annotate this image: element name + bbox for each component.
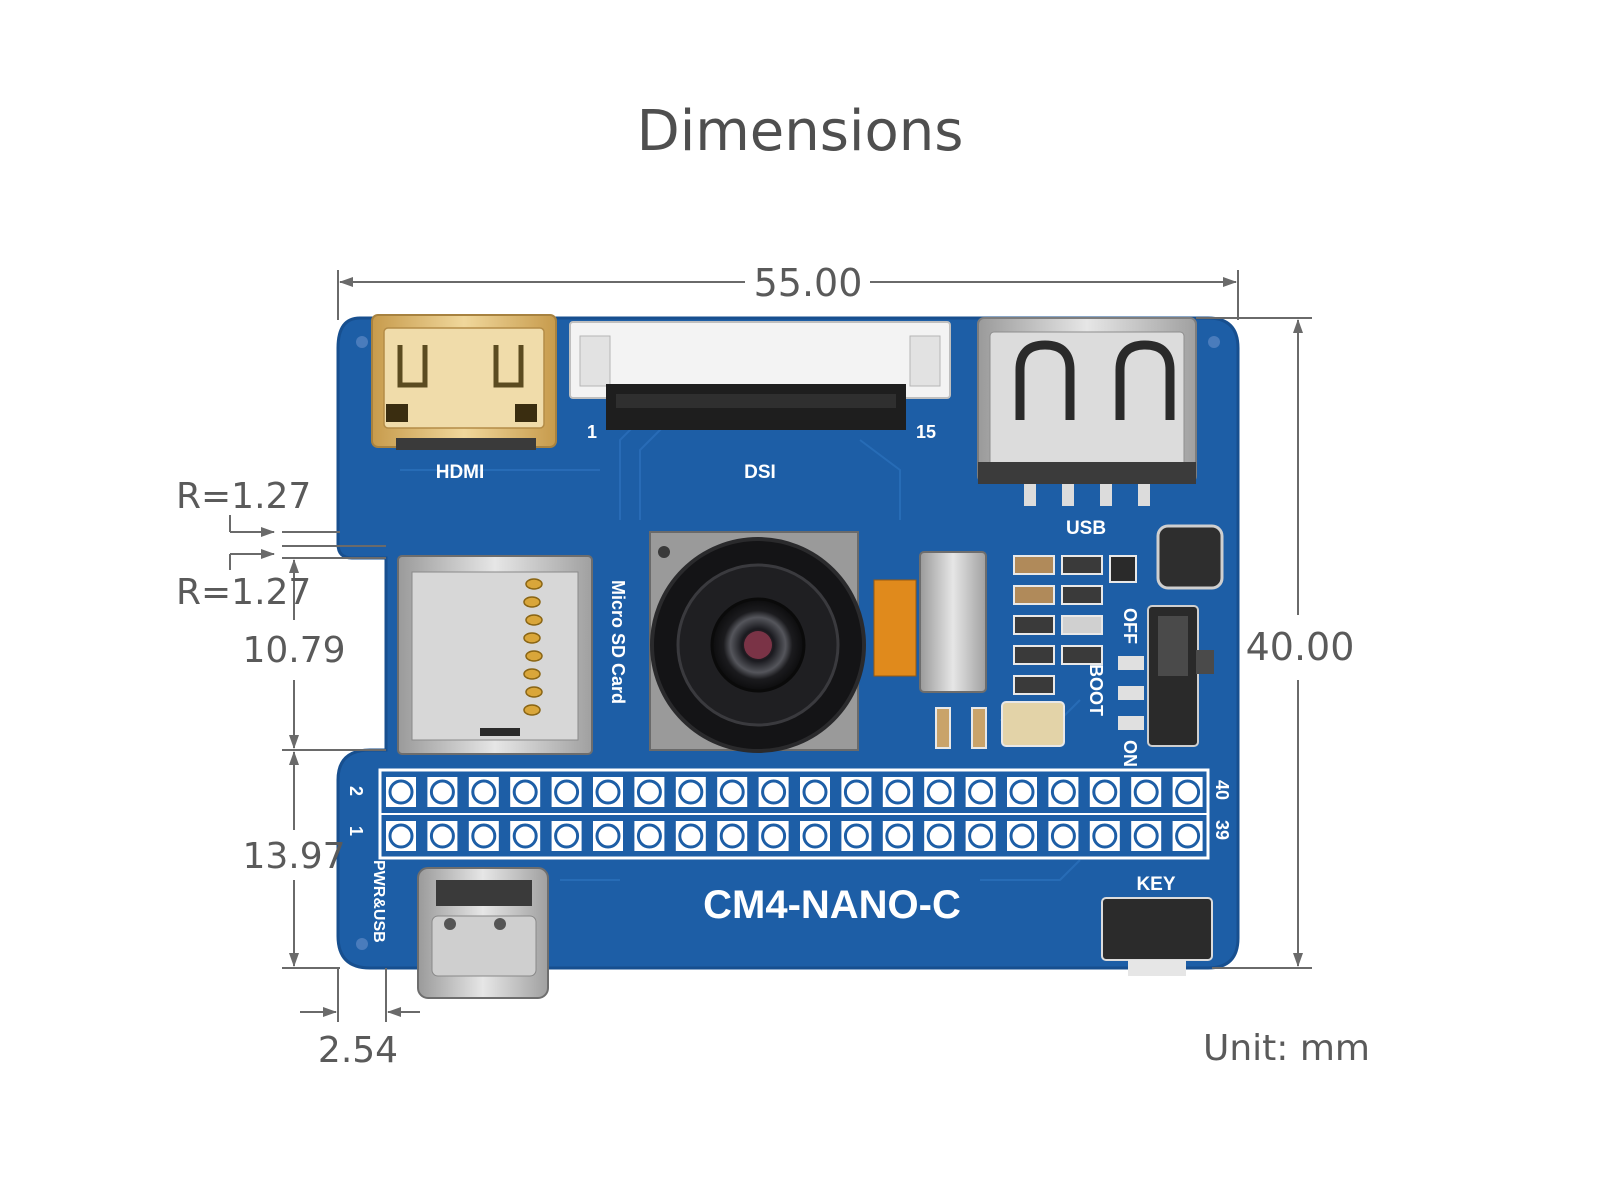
- gpio-header: 2 1 40 39: [346, 768, 1232, 860]
- gpio-pin: [1133, 779, 1159, 805]
- gpio-pin: [512, 779, 538, 805]
- gpio-pin: [719, 823, 745, 849]
- board-name: CM4-NANO-C: [703, 883, 961, 927]
- gpio-pin: [1175, 779, 1201, 805]
- camera-module: [649, 531, 987, 753]
- micro-sd-label: Micro SD Card: [608, 580, 628, 704]
- unit-label: Unit: mm: [1203, 1028, 1370, 1069]
- gpio-pin-40-label: 40: [1212, 780, 1232, 800]
- gpio-pin: [1092, 779, 1118, 805]
- inductor: [1156, 524, 1224, 590]
- gpio-pin: [554, 823, 580, 849]
- height-dimension: 40.00: [1246, 625, 1355, 669]
- gpio-pin: [885, 779, 911, 805]
- dsi-pin-first: 1: [587, 422, 597, 442]
- gpio-pin-1-label: 1: [346, 826, 366, 836]
- usb-a-connector: USB: [977, 317, 1197, 539]
- gpio-pin: [678, 779, 704, 805]
- gpio-pin: [595, 823, 621, 849]
- gpio-pin: [1175, 823, 1201, 849]
- gpio-pin: [802, 823, 828, 849]
- gpio-pin: [595, 779, 621, 805]
- gpio-pin: [802, 779, 828, 805]
- switch-off-label: OFF: [1120, 608, 1140, 644]
- dsi-pin-last: 15: [916, 422, 936, 442]
- gpio-pin: [554, 779, 580, 805]
- notch-radius-bottom: R=1.27: [176, 572, 311, 613]
- mount-hole: [356, 938, 368, 950]
- gpio-pin: [429, 823, 455, 849]
- notch-radius-top: R=1.27: [176, 476, 311, 517]
- switch-boot-label: BOOT: [1086, 664, 1106, 716]
- gpio-pin: [926, 779, 952, 805]
- key-button: KEY: [1101, 874, 1213, 976]
- gpio-pin: [429, 779, 455, 805]
- gpio-pin: [885, 823, 911, 849]
- gpio-pin-39-label: 39: [1212, 820, 1232, 840]
- gpio-pin: [761, 779, 787, 805]
- dsi-label: DSI: [744, 462, 776, 483]
- gpio-pin: [388, 823, 414, 849]
- gpio-pins: [386, 777, 1203, 851]
- gpio-pin: [843, 779, 869, 805]
- mount-hole: [1208, 336, 1220, 348]
- width-dimension: 55.00: [754, 261, 863, 305]
- gpio-pin: [843, 823, 869, 849]
- gpio-pin: [1133, 823, 1159, 849]
- gpio-pin: [968, 779, 994, 805]
- usb-c-connector: PWR&USB: [370, 860, 549, 999]
- notch-height-dimension: 10.79: [242, 630, 345, 671]
- gpio-pin: [761, 823, 787, 849]
- left-offset-dimension: 2.54: [318, 1030, 398, 1071]
- usb-label: USB: [1066, 518, 1106, 539]
- switch-on-label: ON: [1120, 740, 1140, 767]
- page-title: Dimensions: [637, 99, 964, 164]
- gpio-pin: [1092, 823, 1118, 849]
- gpio-pin: [968, 823, 994, 849]
- gpio-pin: [926, 823, 952, 849]
- smd-components: [935, 555, 1137, 749]
- hdmi-connector: HDMI: [371, 314, 557, 483]
- header-offset-dimension: 13.97: [242, 836, 345, 877]
- gpio-pin: [388, 779, 414, 805]
- gpio-pin: [636, 779, 662, 805]
- gpio-pin: [1050, 779, 1076, 805]
- gpio-pin-2-label: 2: [346, 786, 366, 796]
- mount-hole: [356, 336, 368, 348]
- gpio-pin: [1009, 823, 1035, 849]
- gpio-pin: [471, 823, 497, 849]
- gpio-pin: [1009, 779, 1035, 805]
- gpio-pin: [719, 779, 745, 805]
- gpio-pin: [512, 823, 538, 849]
- boot-switch: OFF BOOT ON: [1086, 605, 1214, 767]
- hdmi-label: HDMI: [436, 462, 485, 483]
- dimension-lines: [229, 270, 1312, 1022]
- gpio-pin: [678, 823, 704, 849]
- dsi-connector: 1 15 DSI: [569, 321, 951, 483]
- micro-sd-slot: Micro SD Card: [397, 555, 628, 755]
- gpio-pin: [1050, 823, 1076, 849]
- key-label: KEY: [1136, 874, 1175, 895]
- gpio-pin: [636, 823, 662, 849]
- gpio-pin: [471, 779, 497, 805]
- pwr-usb-label: PWR&USB: [370, 860, 387, 943]
